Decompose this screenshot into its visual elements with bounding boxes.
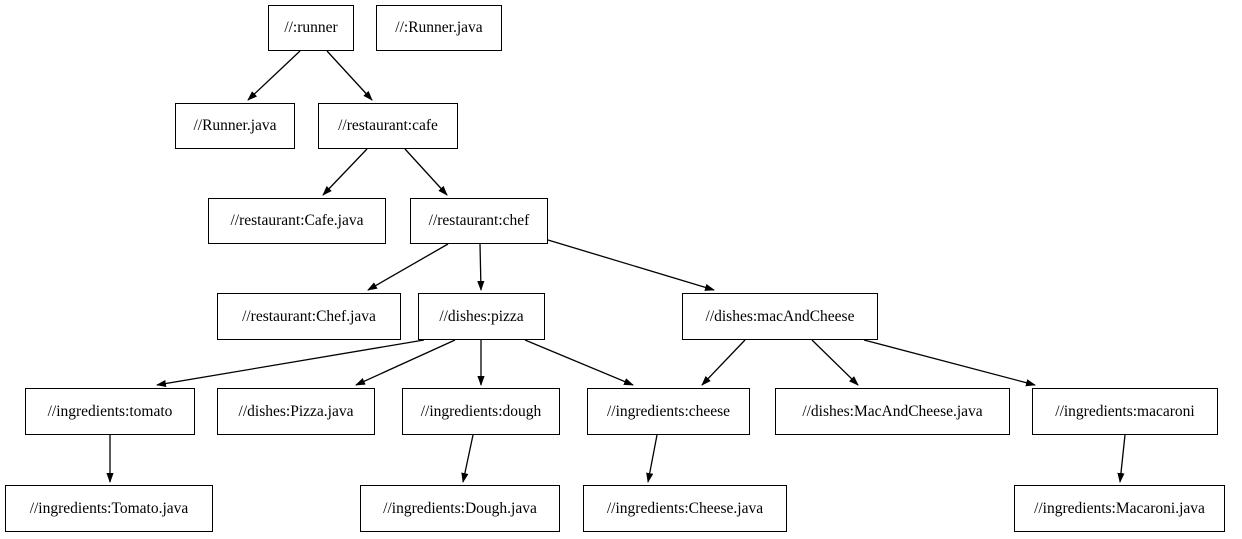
graph-node-ingredients_dough[interactable]: //ingredients:dough — [402, 388, 560, 435]
graph-node-label: //ingredients:Macaroni.java — [1034, 499, 1205, 517]
graph-node-label: //restaurant:Chef.java — [242, 307, 376, 325]
graph-node-restaurant_cafe[interactable]: //restaurant:cafe — [318, 103, 458, 149]
graph-node-ingredients_Macaroni_java[interactable]: //ingredients:Macaroni.java — [1014, 485, 1225, 532]
graph-node-dishes_macAndCheese[interactable]: //dishes:macAndCheese — [682, 293, 878, 340]
graph-node-ingredients_Dough_java[interactable]: //ingredients:Dough.java — [360, 485, 560, 532]
graph-node-label: //dishes:Pizza.java — [238, 402, 354, 420]
graph-node-Runner_java[interactable]: //Runner.java — [175, 103, 295, 149]
graph-node-label: //dishes:pizza — [439, 307, 524, 325]
graph-node-ingredients_macaroni[interactable]: //ingredients:macaroni — [1032, 388, 1218, 435]
graph-node-restaurant_Cafe_java[interactable]: //restaurant:Cafe.java — [208, 198, 386, 244]
graph-node-label: //ingredients:Dough.java — [383, 499, 537, 517]
graph-node-ingredients_tomato[interactable]: //ingredients:tomato — [25, 388, 195, 435]
graph-node-ingredients_Tomato_java[interactable]: //ingredients:Tomato.java — [5, 485, 213, 532]
graph-node-label: //ingredients:Cheese.java — [606, 499, 764, 517]
graph-node-label: //:runner — [284, 19, 338, 37]
graph-node-label: //restaurant:cafe — [338, 117, 438, 135]
graph-node-label: //dishes:macAndCheese — [705, 307, 855, 325]
graph-node-label: //ingredients:dough — [420, 402, 542, 420]
graph-node-label: //:Runner.java — [395, 19, 483, 37]
graph-node-restaurant_chef[interactable]: //restaurant:chef — [410, 198, 548, 244]
graph-node-label: //restaurant:Cafe.java — [230, 212, 364, 230]
graph-node-label: //ingredients:cheese — [606, 402, 731, 420]
graph-node-label: //dishes:MacAndCheese.java — [802, 402, 983, 420]
graph-node-label: //Runner.java — [193, 117, 277, 135]
graph-node-root_Runner_java[interactable]: //:Runner.java — [376, 5, 502, 51]
graph-node-dishes_MacAndCheese_java[interactable]: //dishes:MacAndCheese.java — [775, 388, 1010, 435]
graph-node-dishes_pizza[interactable]: //dishes:pizza — [418, 293, 545, 340]
graph-node-label: //restaurant:chef — [428, 212, 530, 230]
graph-node-dishes_Pizza_java[interactable]: //dishes:Pizza.java — [217, 388, 375, 435]
graph-node-restaurant_Chef_java[interactable]: //restaurant:Chef.java — [217, 293, 401, 340]
graph-node-label: //ingredients:macaroni — [1055, 402, 1195, 420]
graph-node-ingredients_Cheese_java[interactable]: //ingredients:Cheese.java — [583, 485, 787, 532]
graph-node-ingredients_cheese[interactable]: //ingredients:cheese — [587, 388, 750, 435]
graph-node-label: //ingredients:Tomato.java — [29, 499, 189, 517]
graph-node-runner[interactable]: //:runner — [268, 5, 354, 51]
graph-node-label: //ingredients:tomato — [47, 402, 173, 420]
